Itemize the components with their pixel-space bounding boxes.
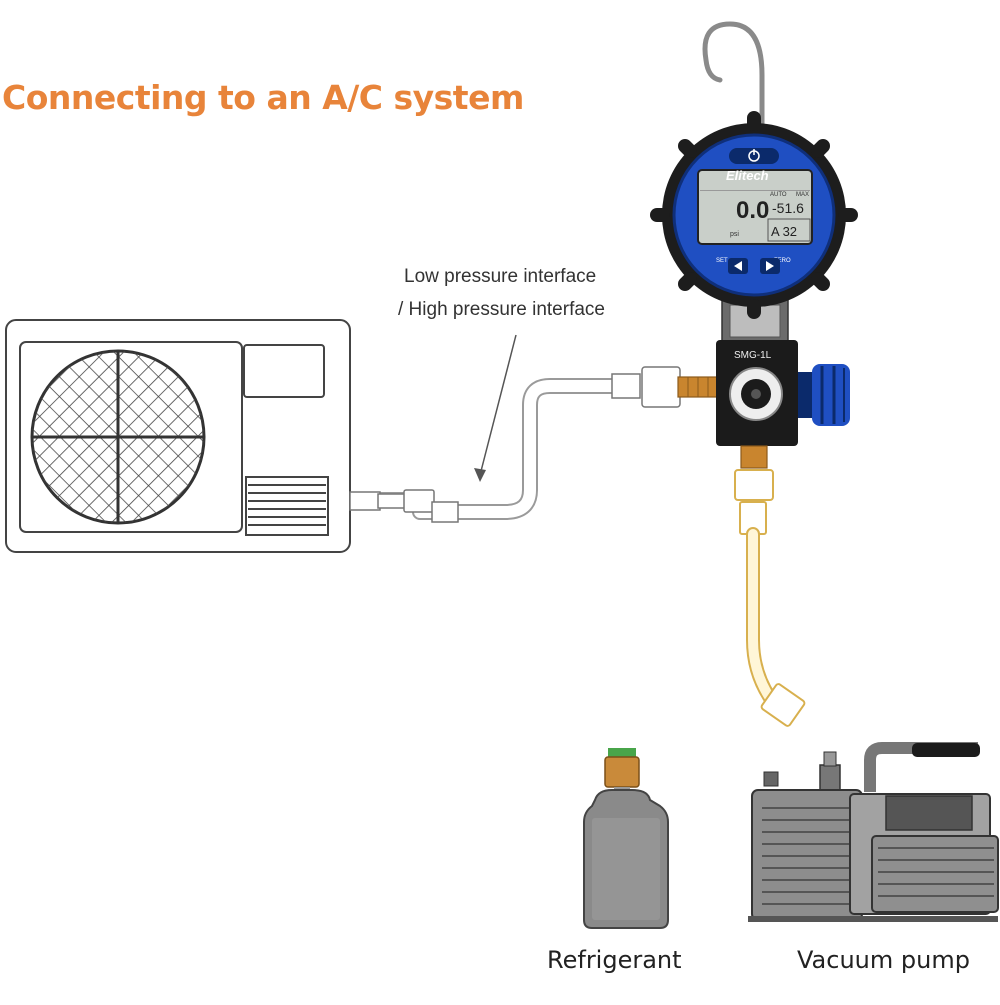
arrow-left-icon: [734, 261, 742, 271]
hose-to-pump: [734, 445, 806, 727]
callout-arrowhead: [474, 468, 486, 482]
gauge-auto-label: AUTO: [770, 192, 787, 198]
gauge-reading-main: 0.0: [736, 197, 769, 224]
gauge-brand: Elitech: [726, 168, 769, 183]
manifold-block: SMG-1L: [716, 340, 850, 446]
bottle-valve: [604, 756, 640, 788]
gauge-refrigerant-code: A 32: [771, 224, 797, 239]
callout-low-pressure: Low pressure interface: [404, 266, 597, 287]
refrigerant-label: Refrigerant: [547, 946, 682, 974]
gauge-reading-temp: -51.6: [772, 200, 804, 216]
ac-vent: [245, 476, 329, 536]
page-title: Connecting to an A/C system: [2, 78, 524, 117]
digital-gauge: Elitech AUTO MAX 0.0 -51.6 A 32 psi SET …: [650, 111, 858, 345]
pump-handle[interactable]: [912, 743, 980, 757]
gauge-max-label: MAX: [796, 192, 809, 198]
hose-to-gauge: [349, 366, 719, 523]
gauge-set-label: SET: [716, 258, 728, 264]
callout-pointer-line: [479, 334, 517, 476]
ac-outdoor-unit: [5, 319, 351, 553]
gauge-zero-label: ZERO: [774, 258, 791, 264]
ac-display-panel: [243, 344, 325, 398]
refrigerant-bottle: [583, 748, 669, 929]
arrow-right-icon: [766, 261, 774, 271]
bottle-valve-top: [608, 748, 636, 758]
gauge-hook: [702, 21, 765, 141]
fan-grille: [30, 349, 206, 525]
vacuum-pump-label: Vacuum pump: [797, 946, 970, 974]
gauge-model: SMG-1L: [734, 350, 772, 361]
gauge-unit: psi: [730, 231, 739, 238]
callout-high-pressure: / High pressure interface: [398, 299, 605, 320]
vacuum-pump: [748, 742, 999, 922]
